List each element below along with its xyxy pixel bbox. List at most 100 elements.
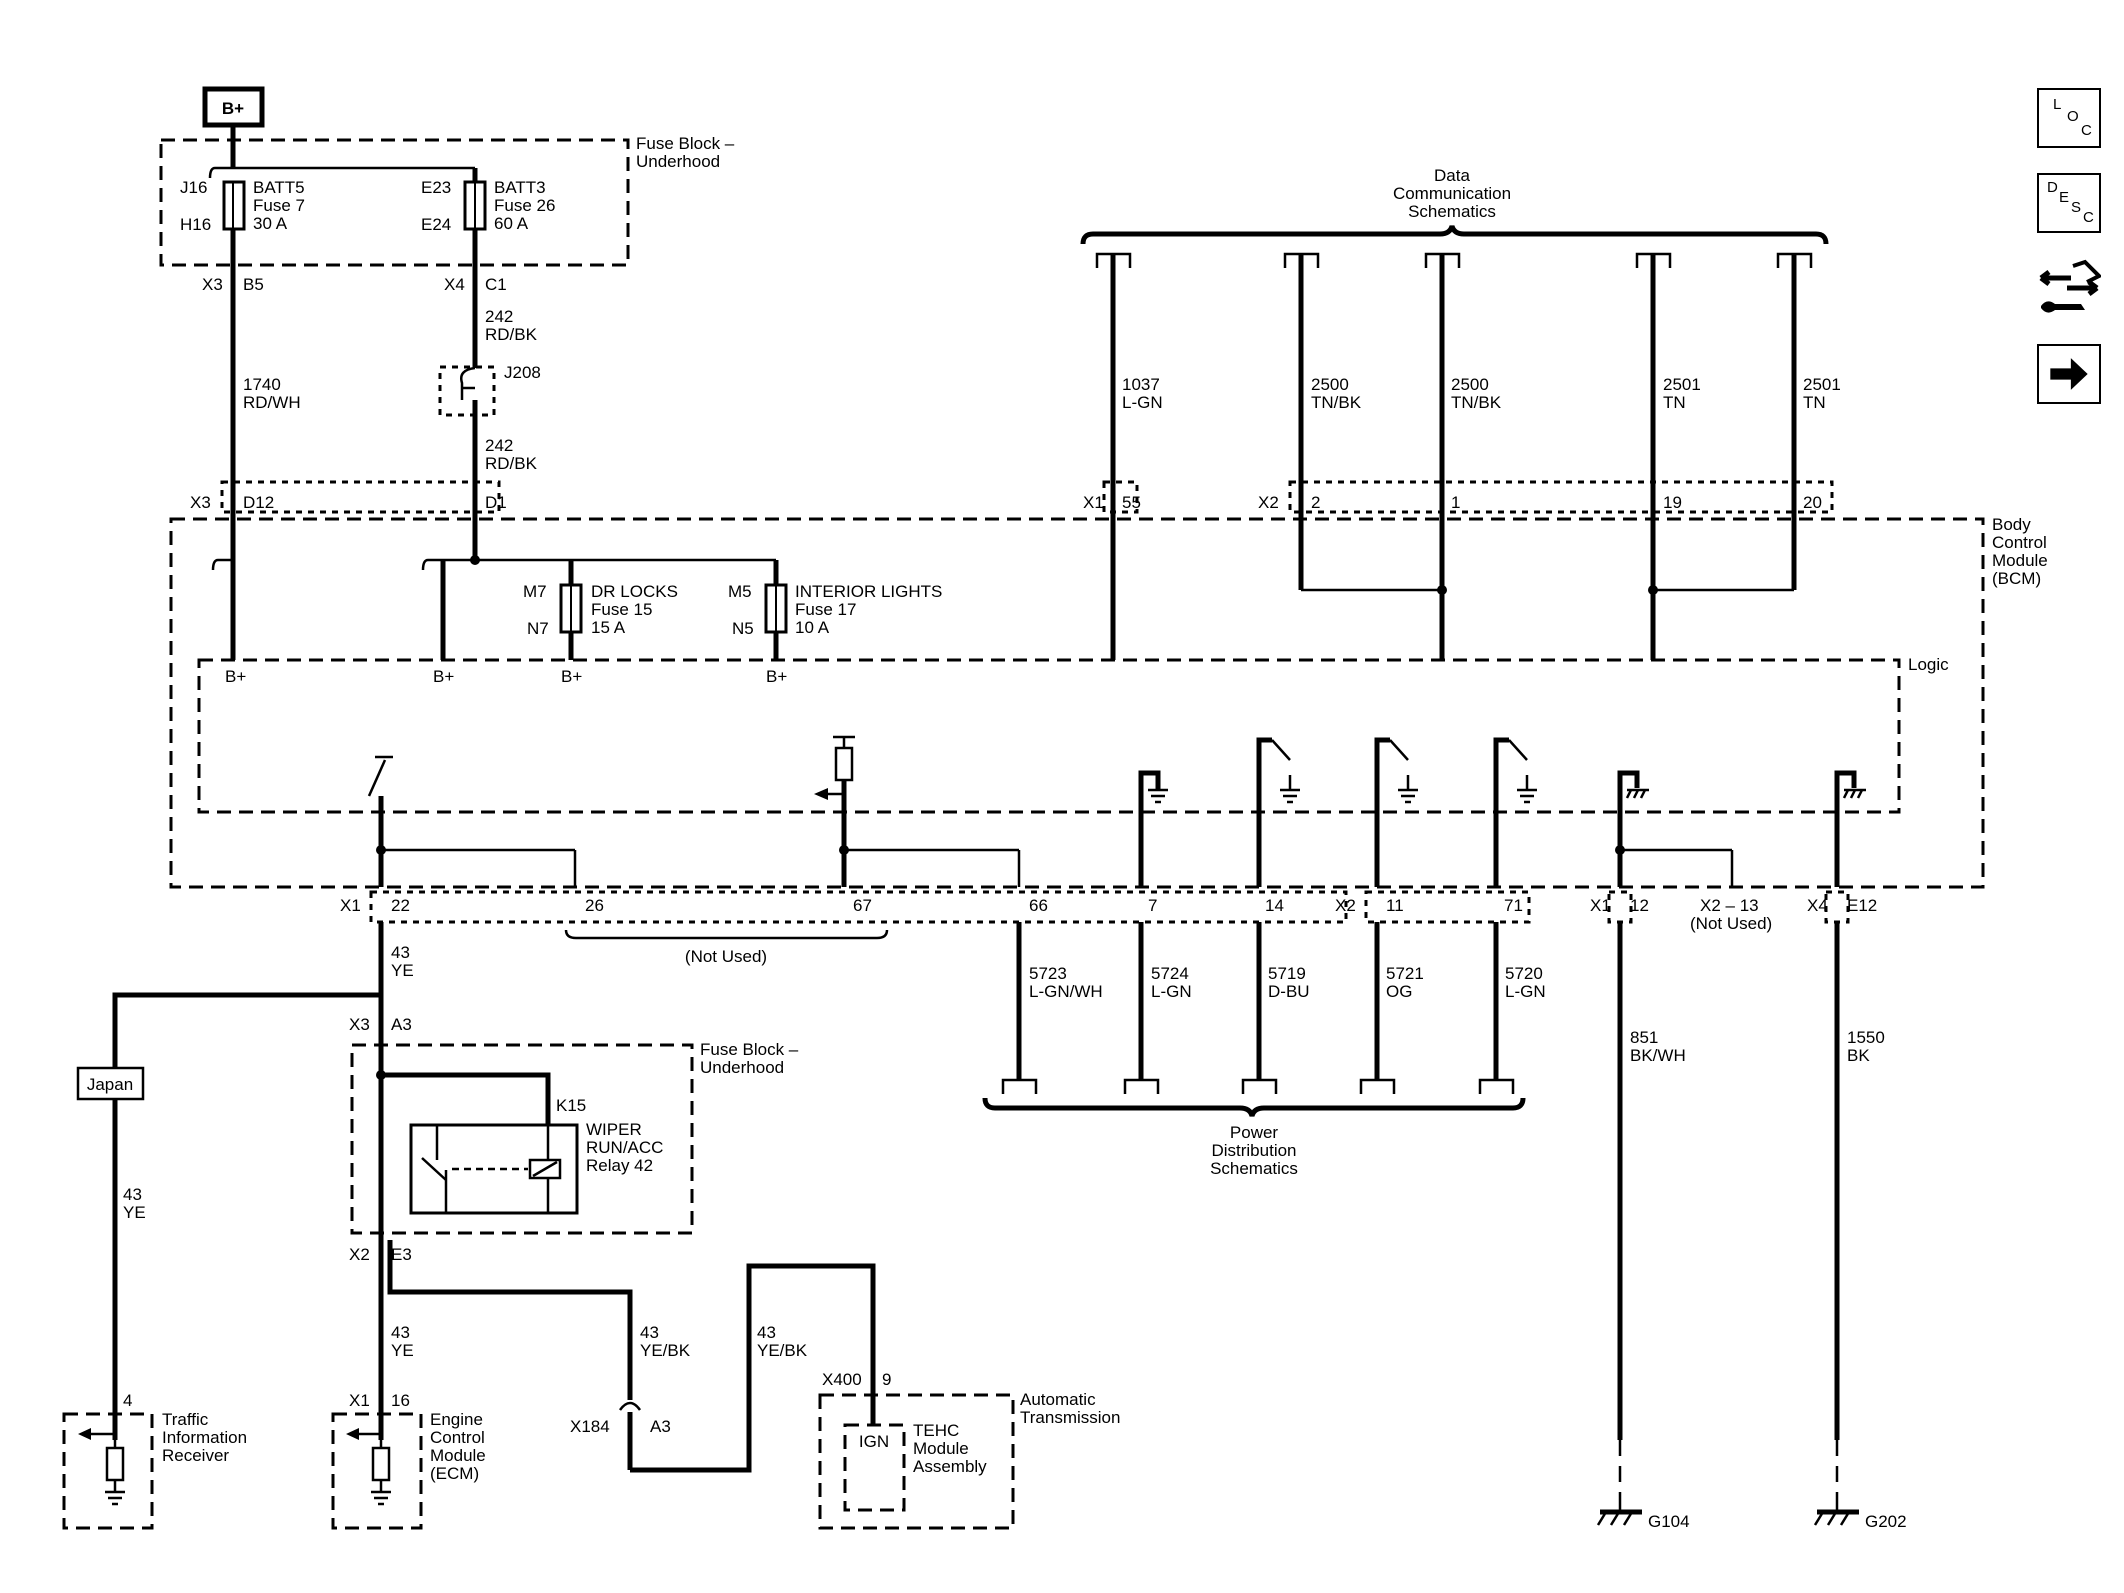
svg-text:X2: X2 — [1335, 896, 1356, 915]
desc-letter-s: S — [2071, 199, 2082, 216]
svg-text:(Not Used): (Not Used) — [1690, 914, 1772, 933]
svg-text:X2: X2 — [349, 1245, 370, 1264]
svg-text:E23: E23 — [421, 178, 451, 197]
traffic-info-receiver-box — [62, 1412, 154, 1530]
svg-text:B5: B5 — [243, 275, 264, 294]
svg-text:RUN/ACC: RUN/ACC — [586, 1138, 663, 1157]
battery-symbol: B+ — [202, 86, 265, 128]
ecm-input — [346, 1428, 391, 1506]
splice-j208 — [438, 365, 496, 417]
svg-text:X1: X1 — [1083, 493, 1104, 512]
ign-input-box — [843, 1423, 906, 1512]
bcm-top-connectors — [220, 480, 1834, 514]
wiper-relay-k15 — [409, 1123, 579, 1215]
svg-text:5719: 5719 — [1268, 964, 1306, 983]
svg-text:66: 66 — [1029, 896, 1048, 915]
fuse-block-label: Fuse Block –Underhood — [636, 134, 735, 171]
svg-text:43: 43 — [391, 1323, 410, 1342]
automatic-transmission-box — [818, 1393, 1015, 1530]
description-button[interactable]: D E S C — [2037, 173, 2101, 233]
logic-input-67 — [814, 735, 855, 887]
svg-text:2501: 2501 — [1803, 375, 1841, 394]
svg-text:(Not Used): (Not Used) — [685, 947, 767, 966]
svg-text:43: 43 — [123, 1185, 142, 1204]
svg-text:12: 12 — [1630, 896, 1649, 915]
svg-text:A3: A3 — [650, 1417, 671, 1436]
svg-text:43: 43 — [391, 943, 410, 962]
svg-text:11: 11 — [1386, 896, 1404, 915]
desc-letter-c: C — [2083, 209, 2094, 226]
fuse-batt5 — [222, 180, 246, 231]
svg-text:X1: X1 — [349, 1391, 370, 1410]
svg-text:X3: X3 — [349, 1015, 370, 1034]
svg-text:A3: A3 — [391, 1015, 412, 1034]
connector-tools-icon[interactable] — [2037, 258, 2103, 322]
svg-text:L-GN: L-GN — [1151, 982, 1192, 1001]
svg-text:43: 43 — [640, 1323, 659, 1342]
svg-text:L-GN/WH: L-GN/WH — [1029, 982, 1103, 1001]
svg-text:5724: 5724 — [1151, 964, 1189, 983]
logic-chassis-ground-12 — [1617, 770, 1649, 887]
svg-text:Japan: Japan — [87, 1075, 133, 1094]
svg-text:Fuse 7: Fuse 7 — [253, 196, 305, 215]
logic-switch-11 — [1493, 737, 1537, 887]
svg-text:E12: E12 — [1847, 896, 1877, 915]
svg-text:5721: 5721 — [1386, 964, 1424, 983]
svg-text:B+: B+ — [225, 667, 246, 686]
right-arrow-icon — [2050, 358, 2088, 390]
svg-text:20: 20 — [1803, 493, 1822, 512]
svg-text:242: 242 — [485, 307, 513, 326]
svg-text:C1: C1 — [485, 275, 507, 294]
ecm-box — [331, 1412, 423, 1530]
loc-letter-c: C — [2081, 122, 2092, 139]
svg-text:43: 43 — [757, 1323, 776, 1342]
svg-text:4: 4 — [123, 1391, 132, 1410]
svg-text:BK/WH: BK/WH — [1630, 1046, 1686, 1065]
svg-text:X4: X4 — [1807, 896, 1828, 915]
location-button[interactable]: L O C — [2037, 88, 2101, 148]
svg-text:9: 9 — [882, 1370, 891, 1389]
logic-box — [197, 658, 1901, 814]
svg-text:YE: YE — [391, 961, 414, 980]
next-arrow-button[interactable] — [2037, 344, 2101, 404]
svg-text:2: 2 — [1311, 493, 1320, 512]
svg-text:67: 67 — [853, 896, 872, 915]
svg-text:Fuse 26: Fuse 26 — [494, 196, 555, 215]
traffic-receiver-input — [78, 1428, 125, 1506]
svg-text:E24: E24 — [421, 215, 451, 234]
desc-letter-e: E — [2059, 189, 2070, 206]
svg-text:15 A: 15 A — [591, 618, 626, 637]
svg-text:BK: BK — [1847, 1046, 1870, 1065]
svg-text:1037: 1037 — [1122, 375, 1160, 394]
logic-switch-14 — [1374, 737, 1418, 887]
svg-text:N7: N7 — [527, 619, 549, 638]
svg-text:851: 851 — [1630, 1028, 1658, 1047]
power-dist-connectors — [1001, 1078, 1515, 1094]
svg-text:16: 16 — [391, 1391, 410, 1410]
svg-text:Relay 42: Relay 42 — [586, 1156, 653, 1175]
svg-text:J208: J208 — [504, 363, 541, 382]
svg-text:1740: 1740 — [243, 375, 281, 394]
svg-text:X3: X3 — [202, 275, 223, 294]
svg-text:Fuse 15: Fuse 15 — [591, 600, 652, 619]
svg-text:YE/BK: YE/BK — [757, 1341, 808, 1360]
logic-chassis-ground-e12 — [1834, 770, 1866, 887]
svg-text:G104: G104 — [1648, 1512, 1690, 1531]
desc-letter-d: D — [2047, 179, 2058, 196]
japan-option-box: Japan — [76, 1066, 145, 1101]
svg-text:TN/BK: TN/BK — [1451, 393, 1502, 412]
logic-switch-7 — [1256, 737, 1300, 887]
svg-text:X184: X184 — [570, 1417, 610, 1436]
fuse-interior-lights — [764, 583, 788, 634]
svg-text:X4: X4 — [444, 275, 465, 294]
svg-text:K15: K15 — [556, 1096, 586, 1115]
svg-text:RD/WH: RD/WH — [243, 393, 301, 412]
ground-g202 — [1813, 1500, 1859, 1526]
svg-text:55: 55 — [1122, 493, 1141, 512]
fuse-dr-locks — [559, 583, 583, 634]
